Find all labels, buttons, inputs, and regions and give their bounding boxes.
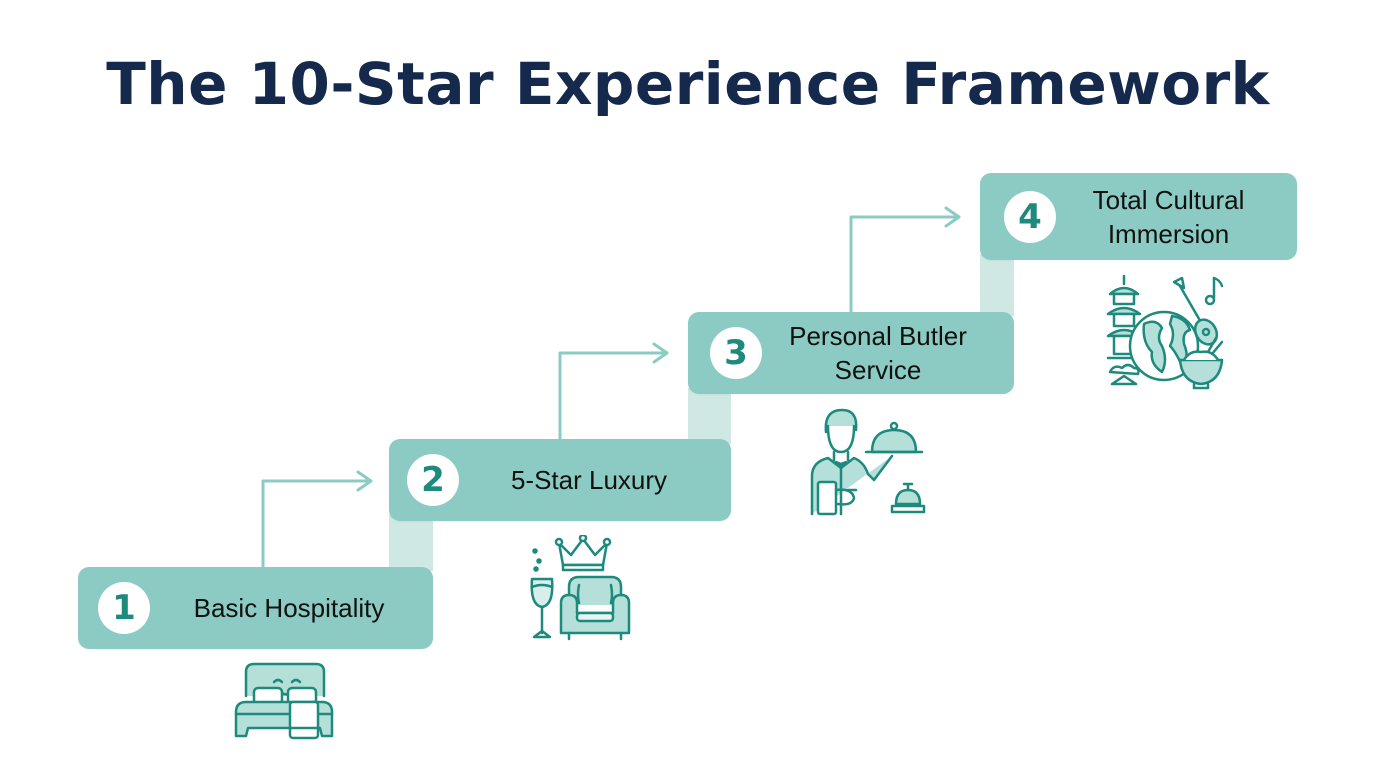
step-1-number: 1 bbox=[98, 582, 150, 634]
step-3-box: 3 Personal Butler Service bbox=[688, 312, 1014, 394]
step-4-label-line2: Immersion bbox=[1107, 219, 1230, 249]
step-2-label: 5-Star Luxury bbox=[510, 465, 668, 495]
step-4-box: 4 Total Cultural Immersion bbox=[980, 173, 1297, 260]
page-title: The 10-Star Experience Framework bbox=[106, 50, 1270, 118]
riser-2-3 bbox=[688, 388, 731, 444]
step-4-label: Total Cultural Immersion bbox=[1066, 183, 1271, 251]
arrow-1-to-2 bbox=[261, 479, 372, 569]
butler-icon bbox=[810, 408, 926, 516]
arrow-3-to-4 bbox=[849, 215, 960, 314]
step-4-label-line1: Total Cultural bbox=[1092, 185, 1245, 215]
champagne-armchair-crown-icon bbox=[530, 535, 631, 641]
step-4-number: 4 bbox=[1004, 191, 1056, 243]
step-3-label-line2: Service bbox=[834, 355, 922, 385]
step-3-label-line1: Personal Butler bbox=[789, 321, 967, 351]
riser-1-2 bbox=[389, 515, 433, 571]
culture-globe-icon bbox=[1106, 274, 1224, 390]
step-1-box: 1 Basic Hospitality bbox=[78, 567, 433, 649]
step-3-label: Personal Butler Service bbox=[768, 319, 988, 387]
step-2-number: 2 bbox=[407, 454, 459, 506]
step-1-label: Basic Hospitality bbox=[193, 593, 385, 623]
arrow-2-to-3 bbox=[558, 351, 668, 441]
step-2-box: 2 5-Star Luxury bbox=[389, 439, 731, 521]
riser-3-4 bbox=[980, 254, 1014, 316]
bed-icon bbox=[234, 662, 334, 740]
step-3-number: 3 bbox=[710, 327, 762, 379]
